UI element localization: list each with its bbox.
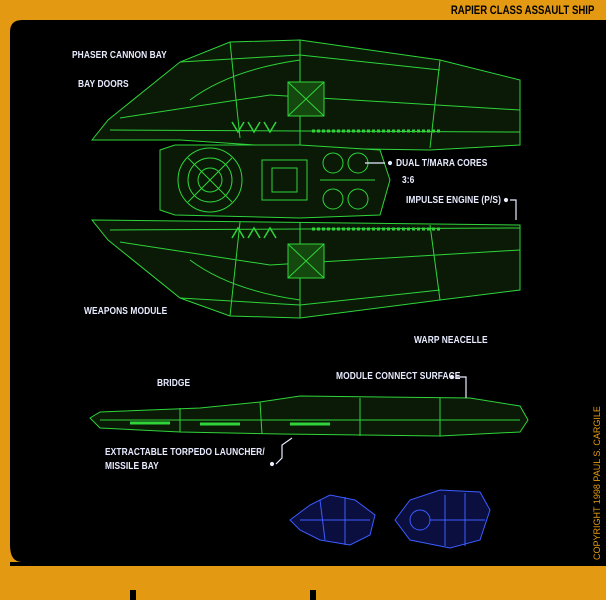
label-dual-cores-ratio: 3:6 [402, 174, 415, 186]
label-bridge: BRIDGE [157, 377, 191, 389]
label-warp-nacelle: WARP NEACELLE [414, 334, 488, 346]
label-weapons-module: WEAPONS MODULE [84, 305, 168, 317]
footer-caption: MULTIPURPOSE WEAPONS PLATFORM [14, 569, 175, 581]
label-dual-cores: DUAL T/MARA CORES [396, 157, 488, 169]
label-module-connect-surface: MODULE CONNECT SURFACE [336, 370, 461, 382]
copyright-notice: COPYRIGHT 1998 PAUL S. CARGILE [592, 406, 602, 560]
ship-top-view [90, 39, 521, 319]
label-missile-bay: MISSILE BAY [105, 460, 159, 472]
ship-thumbnails [289, 489, 491, 549]
label-bay-doors: BAY DOORS [78, 78, 129, 90]
callout-lines [269, 160, 517, 467]
label-torpedo-launcher: EXTRACTABLE TORPEDO LAUNCHER/ [105, 446, 265, 458]
ship-side-view [89, 395, 529, 437]
label-impulse-engine: IMPULSE ENGINE (P/S) [406, 194, 501, 206]
page-title: RAPIER CLASS ASSAULT SHIP [450, 3, 594, 17]
label-phaser-cannon-bay: PHASER CANNON BAY [72, 49, 167, 61]
